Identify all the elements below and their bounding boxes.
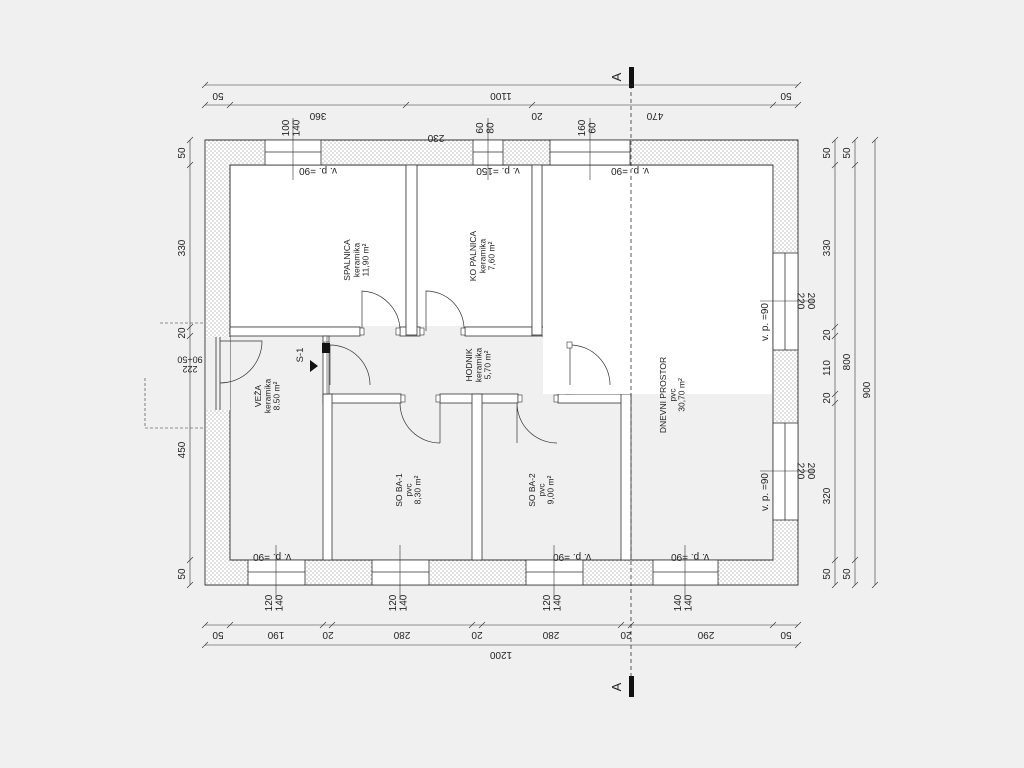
dim-bottom-part-1: 50 bbox=[212, 629, 224, 640]
window-labels: 100140 v. p. =90 6080 v. p. =150 16060 v… bbox=[253, 119, 816, 611]
dim-left-part-3: 20 bbox=[177, 327, 188, 339]
window-size-7: 120140 bbox=[388, 594, 410, 611]
dim-right-part-6: 320 bbox=[822, 487, 833, 504]
door-soba2 bbox=[516, 402, 558, 444]
window-size-4: 200220 bbox=[795, 293, 817, 310]
dim-bottom-part-4: 280 bbox=[393, 629, 410, 640]
window-vp-9: v. p. =90 bbox=[671, 551, 709, 562]
dim-right-part-3: 20 bbox=[822, 329, 833, 341]
door-kopalnica bbox=[425, 290, 465, 332]
room-label-hodnik: HODNIKkeramika5,70 m² bbox=[464, 347, 493, 382]
dims-bottom: 1200 50 190 20 280 20 280 20 290 50 bbox=[212, 629, 792, 660]
window-vp-4: v. p. =90 bbox=[760, 303, 771, 341]
dim-bottom-part-6: 280 bbox=[542, 629, 559, 640]
room-label-spalnica: SPALNICAkeramika11,90 m² bbox=[342, 239, 371, 281]
dim-top-total: 1100 bbox=[490, 90, 512, 101]
window-vp-6: v. p. =90 bbox=[253, 551, 291, 562]
door-dnevni bbox=[569, 344, 611, 386]
dim-right-part-1: 50 bbox=[822, 147, 833, 159]
dim-right-part-5: 20 bbox=[822, 392, 833, 404]
dims-left: 50 330 20 450 50 bbox=[177, 147, 188, 580]
dim-top-part-3: 20 bbox=[531, 110, 543, 121]
window-dnevni-right-1 bbox=[772, 252, 799, 351]
dim-right-total: 900 bbox=[862, 381, 873, 398]
dim-right-50-bottom: 50 bbox=[842, 568, 853, 580]
window-vp-7: v. p. =90 bbox=[553, 551, 591, 562]
room-label-veza: VEŽAkeramika8.50 m² bbox=[253, 378, 282, 413]
door-soba1 bbox=[399, 402, 441, 444]
door-stair bbox=[329, 344, 371, 386]
dim-right-50-top: 50 bbox=[842, 147, 853, 159]
door-spalnica bbox=[361, 290, 401, 332]
dim-right-part-4: 110 bbox=[822, 360, 833, 376]
dim-top-inner: 230 bbox=[427, 132, 444, 143]
room-label-soba2: SO BA-2pvc9,00 m² bbox=[527, 473, 556, 507]
dim-right-mid: 800 bbox=[842, 353, 853, 370]
door-entrance bbox=[219, 340, 263, 384]
window-size-9: 140140 bbox=[673, 594, 695, 611]
window-vp-3: v. p. =90 bbox=[611, 165, 649, 176]
window-vp-5: v. p. =90 bbox=[760, 473, 771, 511]
window-dnevni-bottom bbox=[652, 559, 719, 586]
window-size-6: 120140 bbox=[264, 594, 286, 611]
dim-bottom-part-8: 290 bbox=[697, 629, 714, 640]
window-soba2 bbox=[525, 559, 584, 586]
room-labels: SPALNICAkeramika11,90 m² KO PALNICAkeram… bbox=[253, 230, 687, 506]
dim-top-part-1: 50 bbox=[212, 90, 224, 101]
window-size-3: 16060 bbox=[577, 119, 599, 136]
stair-label: S-1 bbox=[295, 348, 306, 363]
dim-top-part-2: 360 bbox=[309, 110, 326, 121]
doors bbox=[219, 290, 611, 444]
dim-bottom-part-2: 190 bbox=[267, 629, 284, 640]
dim-top-part-5: 50 bbox=[780, 90, 792, 101]
window-size-2: 6080 bbox=[475, 122, 497, 134]
room-label-soba1: SO BA-1pvc8,30 m² bbox=[394, 473, 423, 507]
window-soba1 bbox=[371, 559, 430, 586]
dim-top-part-4: 470 bbox=[646, 110, 663, 121]
entrance-opening bbox=[206, 337, 230, 410]
section-label-bottom: A bbox=[609, 682, 624, 691]
window-veza bbox=[247, 559, 306, 586]
room-floors bbox=[231, 166, 772, 394]
dim-bottom-part-3: 20 bbox=[322, 629, 334, 640]
window-vp-2: v. p. =150 bbox=[476, 165, 520, 176]
dim-left-part-2: 330 bbox=[177, 239, 188, 256]
window-size-1: 100140 bbox=[281, 119, 303, 136]
entrance-door-label: 22290+50 bbox=[177, 355, 202, 374]
window-dnevni-right-2 bbox=[772, 422, 799, 521]
dim-bottom-total: 1200 bbox=[489, 649, 512, 660]
dim-bottom-part-9: 50 bbox=[780, 629, 792, 640]
dim-left-part-1: 50 bbox=[177, 147, 188, 159]
room-label-kopalnica: KO PALNICAkeramika7,60 m² bbox=[468, 230, 497, 281]
window-size-5: 200220 bbox=[795, 463, 817, 480]
dim-left-part-4: 450 bbox=[177, 441, 188, 458]
dim-bottom-part-7: 20 bbox=[620, 629, 632, 640]
dim-left-part-5: 50 bbox=[177, 568, 188, 580]
room-label-dnevni: DNEVNI PROSTORpvc30,70 m² bbox=[658, 357, 687, 433]
window-size-8: 120140 bbox=[542, 594, 564, 611]
dim-right-part-7: 50 bbox=[822, 568, 833, 580]
dim-right-part-2: 330 bbox=[822, 239, 833, 256]
dims-top: 1100 50 360 20 470 50 230 bbox=[212, 90, 792, 143]
dimension-lines bbox=[189, 84, 876, 646]
dim-bottom-part-5: 20 bbox=[471, 629, 483, 640]
dims-right: 50 330 20 110 20 320 50 50 800 50 900 bbox=[822, 147, 873, 580]
window-vp-1: v. p. =90 bbox=[299, 165, 337, 176]
section-label-top: A bbox=[609, 72, 624, 81]
